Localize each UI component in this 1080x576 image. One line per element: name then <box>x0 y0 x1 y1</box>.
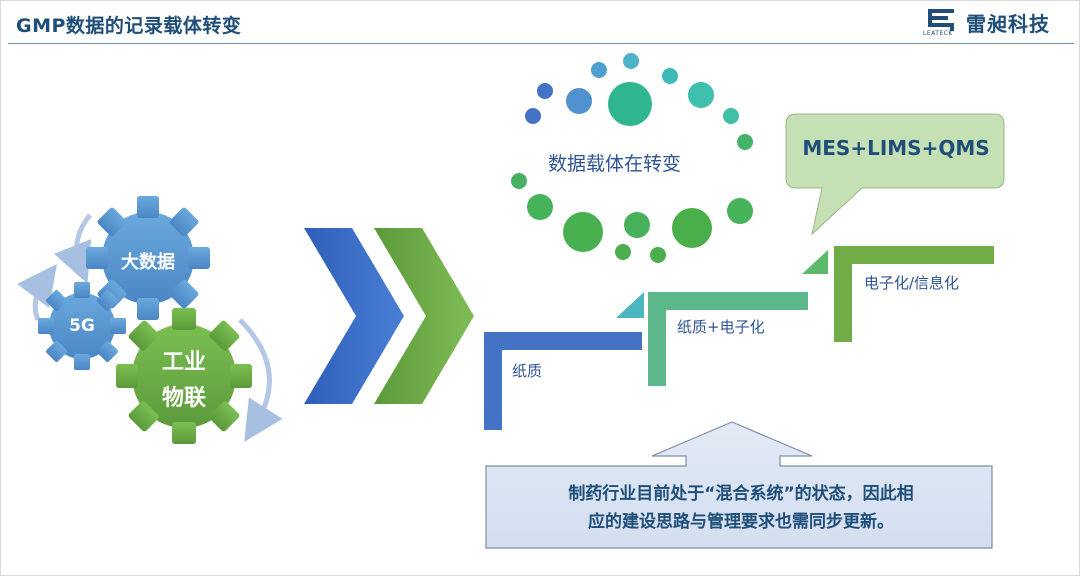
step-3-triangle-icon <box>802 250 828 274</box>
gear-label-big-data: 大数据 <box>121 252 175 273</box>
step-3-shape <box>834 246 994 342</box>
callout-line-2: 应的建设思路与管理要求也需同步更新。 <box>588 512 894 532</box>
callout-text: 制药行业目前处于“混合系统”的状态，因此相 应的建设思路与管理要求也需同步更新。 <box>496 480 986 536</box>
gear-label-iot-line1: 工业 <box>161 350 206 375</box>
callout-line-1: 制药行业目前处于“混合系统”的状态，因此相 <box>568 484 914 504</box>
chevron-right-green-icon <box>374 228 474 404</box>
title-divider <box>8 43 1074 44</box>
logo-subtext: LEATECK <box>923 30 953 37</box>
chevron-right-blue-icon <box>304 228 404 404</box>
speech-bubble-text: MES+LIMS+QMS <box>802 136 990 160</box>
gear-big-data-icon <box>86 196 210 320</box>
cluster-label: 数据载体在转变 <box>548 153 682 175</box>
step-2-shape <box>648 292 808 386</box>
step-2-triangle-icon <box>616 292 644 318</box>
callout-box-shape <box>485 421 993 549</box>
speech-bubble-shape <box>785 113 1005 236</box>
step-1-shape <box>484 332 642 430</box>
step-3-label: 电子化/信息化 <box>864 274 960 292</box>
page-title: GMP数据的记录载体转变 <box>16 15 242 37</box>
step-2-label: 纸质+电子化 <box>677 318 765 336</box>
gear-label-iot-line2: 物联 <box>161 386 206 411</box>
gear-label-5g: 5G <box>69 316 95 336</box>
step-1-label: 纸质 <box>512 362 543 380</box>
gear-5g-icon <box>38 282 126 370</box>
leateck-logo-icon <box>928 9 954 31</box>
gear-iot-icon <box>116 308 252 444</box>
logo-name: 雷昶科技 <box>966 12 1050 36</box>
circle-cluster-icon <box>511 53 753 263</box>
cycle-arrows-icon <box>17 213 283 442</box>
